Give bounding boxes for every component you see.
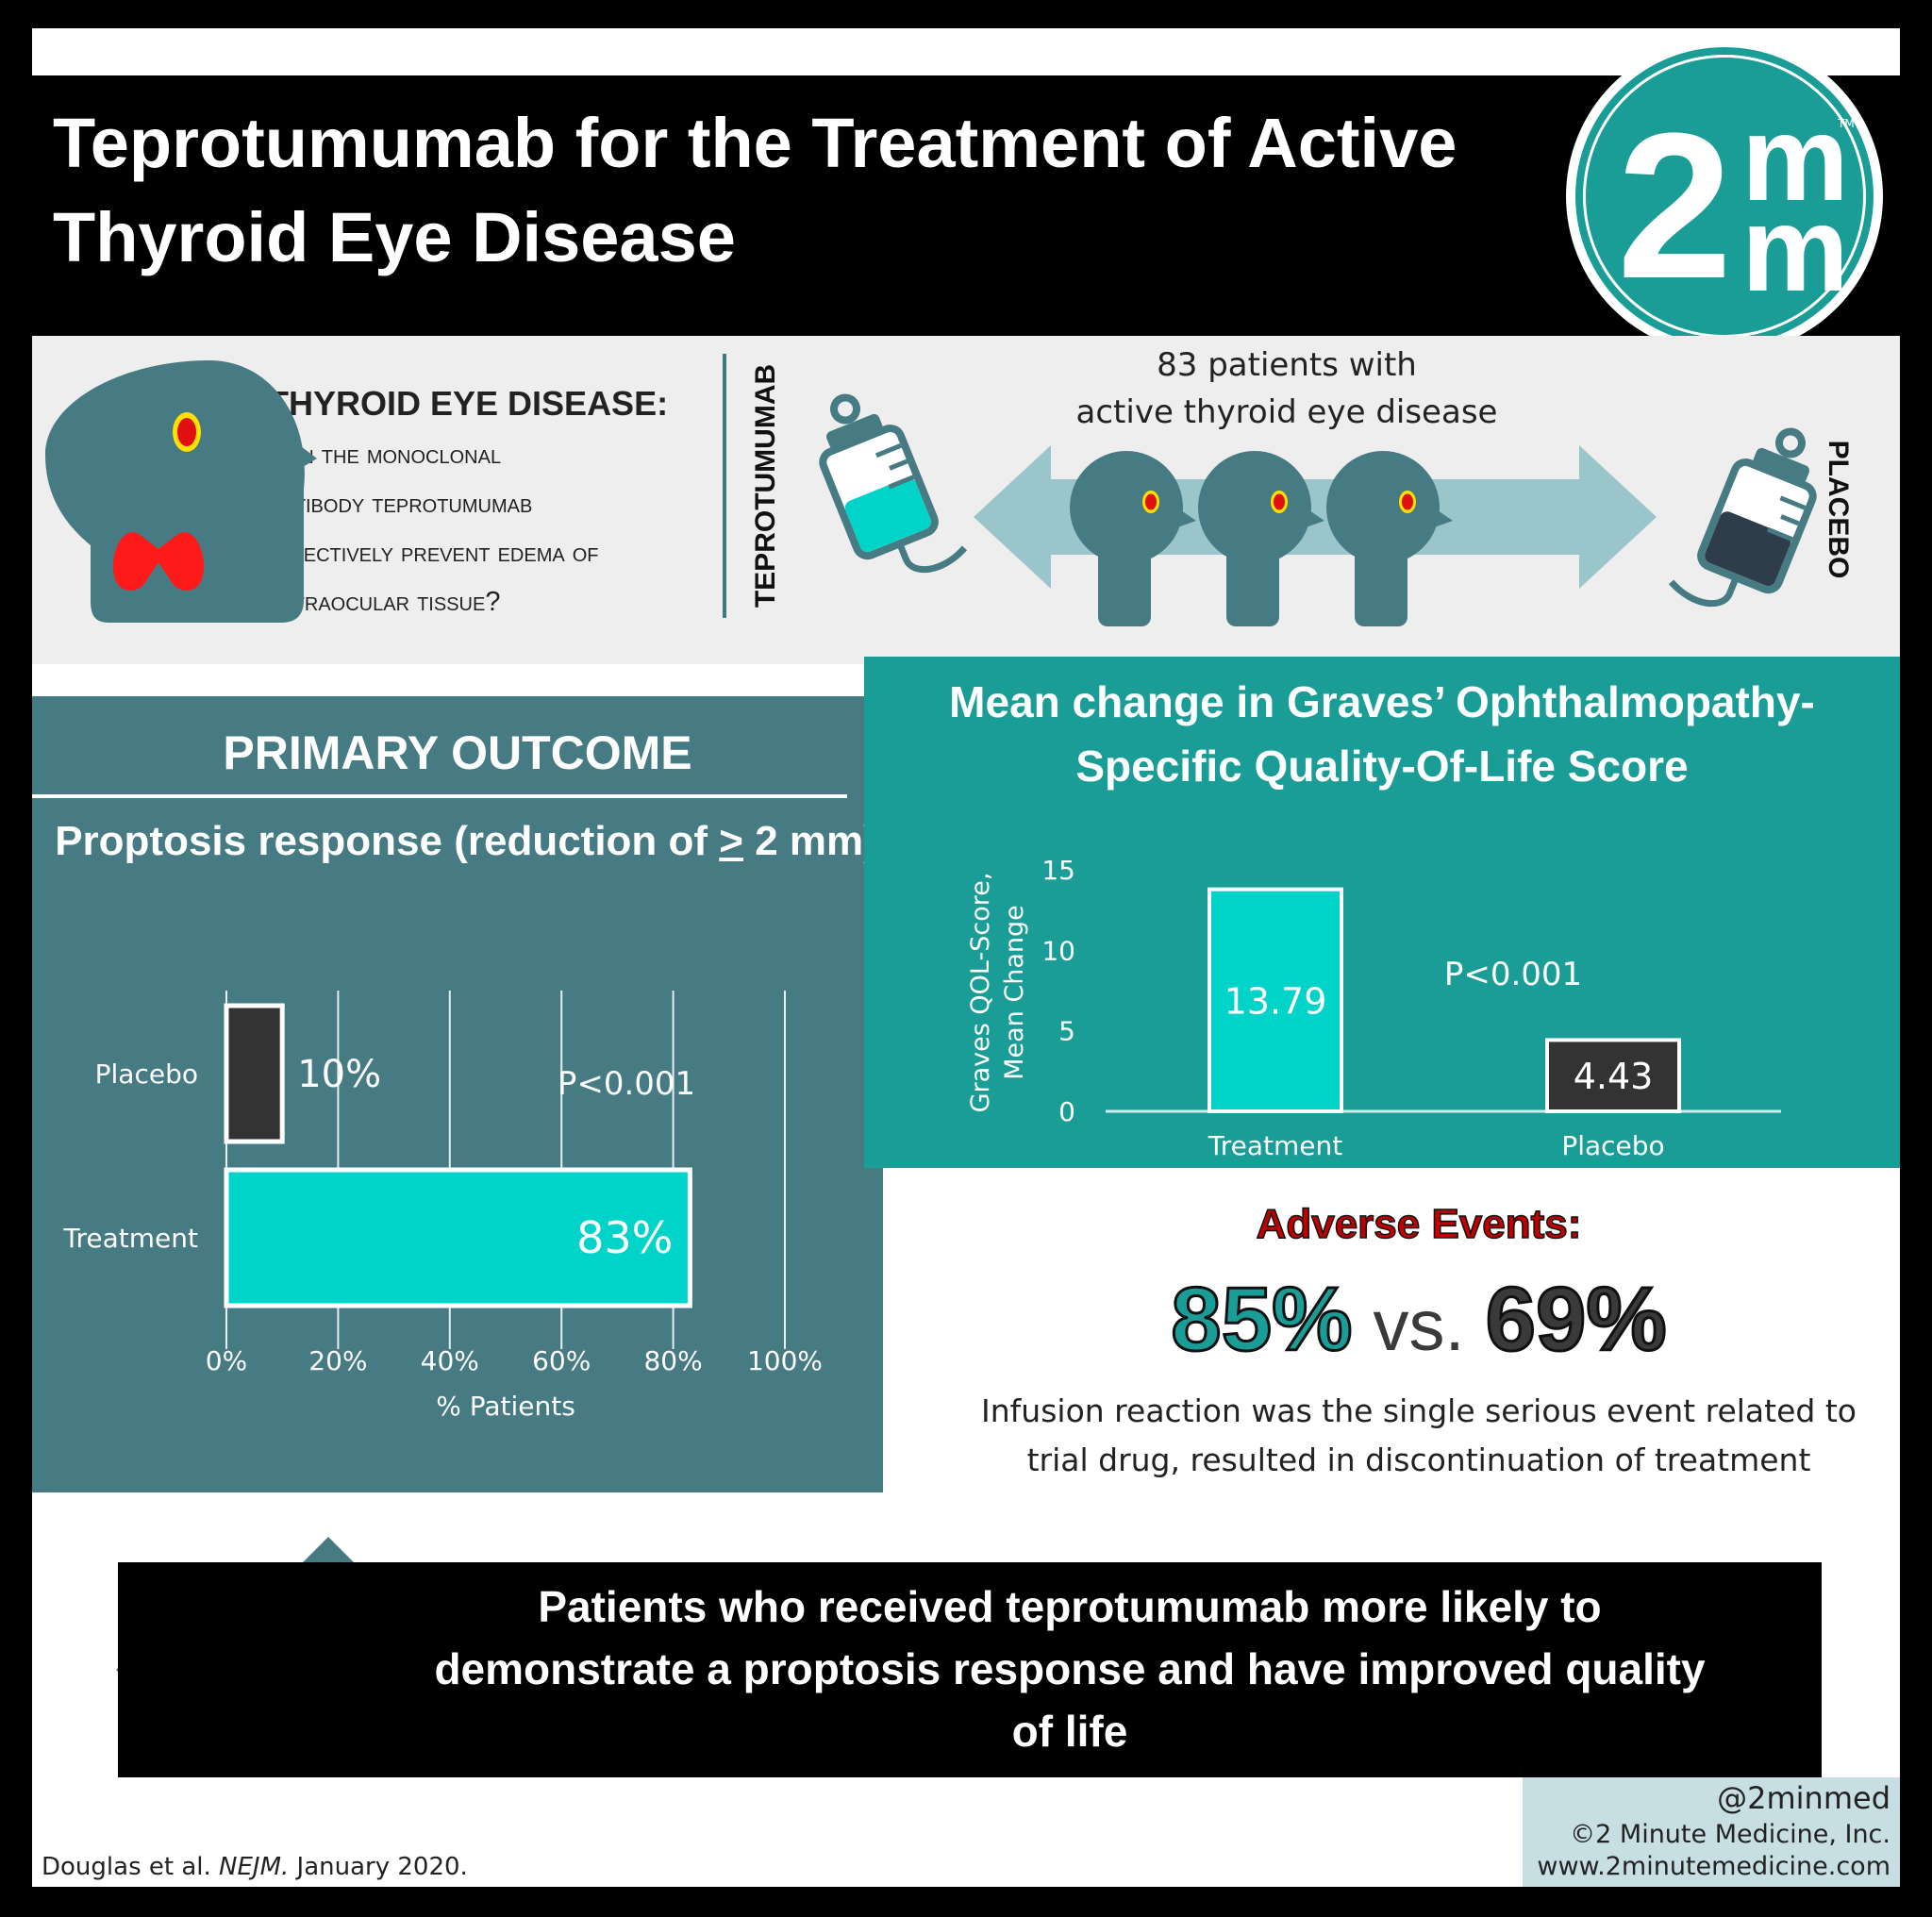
question-line-1: Can the monoclonal xyxy=(268,440,502,470)
brand-logo: 2 m m TM xyxy=(1566,38,1883,355)
credit-handle: @2minmed xyxy=(1717,1780,1890,1816)
subtitle-text-pre: Proptosis response (reduction of xyxy=(55,818,720,864)
credits-box xyxy=(1523,1777,1900,1887)
qol-heading-line-1: Mean change in Graves’ Ophthalmopathy- xyxy=(949,677,1815,726)
qol-panel xyxy=(864,657,1900,1168)
conclusion-text: Patients who received teprotumumab more … xyxy=(434,1582,1706,1756)
primary-outcome-subtitle: Proptosis response (reduction of > 2 mm) xyxy=(51,811,881,872)
question-line-4: extraocular tissue? xyxy=(268,587,501,617)
title-line-1: Teprotumumab for the Treatment of Active xyxy=(53,104,1457,182)
conclusion-bar xyxy=(118,1562,1822,1777)
citation-authors: Douglas et al. xyxy=(42,1853,220,1881)
adverse-events-note: Infusion reaction was the single serious… xyxy=(981,1392,1857,1478)
arm-label-teprotumumab: TEPROTUMUMAB xyxy=(750,363,781,608)
qol-heading: Mean change in Graves’ Ophthalmopathy- S… xyxy=(864,670,1900,798)
infographic: Teprotumumab for the Treatment of Active… xyxy=(32,28,1900,1887)
patients-line-2: active thyroid eye disease xyxy=(1075,393,1498,431)
logo-ring: 2 m m TM xyxy=(1575,47,1874,345)
subtitle-ge-symbol: > xyxy=(719,818,743,864)
adverse-events-vs: vs. xyxy=(1373,1286,1465,1366)
citation-journal: NEJM. xyxy=(219,1853,290,1881)
subtitle-text-post: 2 mm) xyxy=(742,818,877,864)
question-line-3: effectively prevent edema of xyxy=(268,538,599,568)
adverse-events-title: Adverse Events: xyxy=(1256,1200,1582,1248)
adverse-events-figures: 85%vs.69% xyxy=(1013,1268,1824,1378)
logo-letter-top: m xyxy=(1741,92,1849,226)
qol-heading-line-2: Specific Quality-Of-Life Score xyxy=(1075,742,1689,791)
question-divider xyxy=(723,354,726,618)
page-title: Teprotumumab for the Treatment of Active… xyxy=(53,96,1543,285)
question-title: THYROID EYE DISEASE: xyxy=(268,384,669,423)
logo-trademark: TM xyxy=(1838,117,1855,130)
primary-outcome-divider xyxy=(32,794,847,798)
logo-letter-bottom: m xyxy=(1741,182,1849,317)
logo-numeral: 2 xyxy=(1617,90,1732,322)
study-question: THYROID EYE DISEASE: Can the monoclonal … xyxy=(268,377,758,626)
citation-date: January 2020. xyxy=(289,1853,468,1881)
patients-line-1: 83 patients with xyxy=(1157,346,1417,384)
credit-website: www.2minutemedicine.com xyxy=(1537,1852,1890,1881)
adverse-events-treatment: 85% xyxy=(1170,1268,1354,1372)
primary-outcome-panel xyxy=(32,696,883,1492)
title-line-2: Thyroid Eye Disease xyxy=(53,198,736,276)
question-line-2: antibody teprotumumab xyxy=(268,489,533,519)
patients-description: 83 patients with active thyroid eye dise… xyxy=(1051,342,1523,436)
arm-label-placebo: PLACEBO xyxy=(1823,440,1854,579)
credit-copyright: ©2 Minute Medicine, Inc. xyxy=(1570,1820,1890,1849)
citation: Douglas et al. NEJM. January 2020. xyxy=(42,1851,468,1883)
adverse-events-placebo: 69% xyxy=(1484,1268,1668,1372)
primary-outcome-heading: PRIMARY OUTCOME xyxy=(223,726,692,779)
